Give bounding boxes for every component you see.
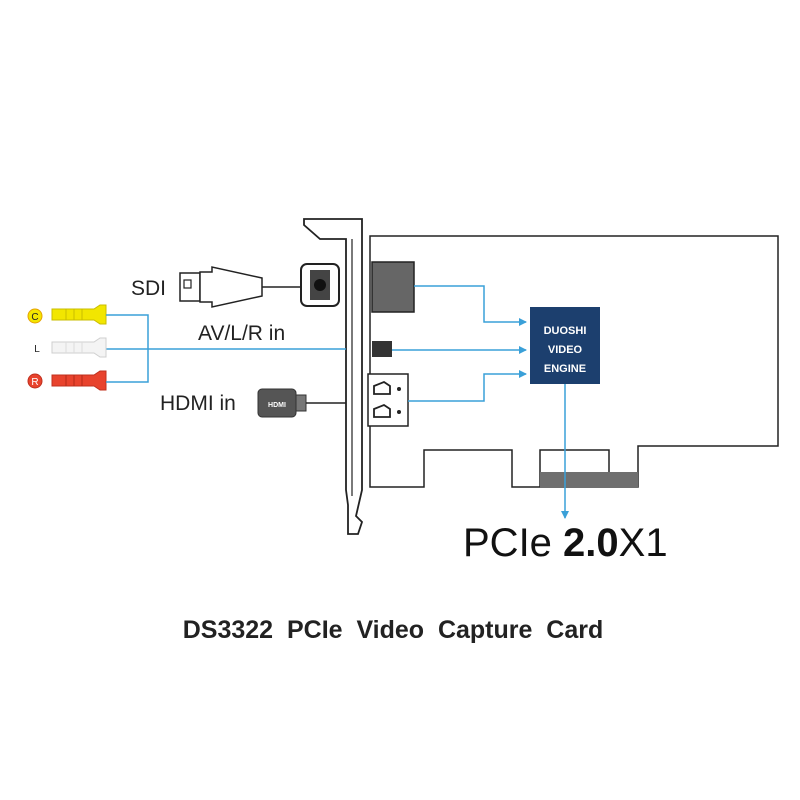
chip-line-1: DUOSHI — [544, 325, 587, 337]
hdmi-cable-plug: HDMI — [257, 388, 346, 418]
chip-line-2: VIDEO — [548, 344, 583, 356]
rca-plug-r — [27, 370, 107, 391]
arrow-sdi-to-chip — [414, 285, 527, 326]
rca-plug-l — [51, 337, 107, 358]
pcie-version-label: PCIe 2.0X1 — [463, 521, 668, 565]
arrow-hdmi-to-chip — [408, 370, 527, 402]
hdmi-port — [367, 373, 409, 427]
pcie-gold-finger-left — [540, 472, 609, 488]
rca-c-label: C — [31, 312, 38, 323]
sdi-module — [371, 261, 415, 313]
chip-line-3: ENGINE — [544, 363, 586, 375]
hdmi-plug-text: HDMI — [268, 402, 286, 409]
av-jack — [372, 341, 392, 357]
av-label: AV/L/R in — [198, 322, 285, 345]
rca-bundle-lines — [106, 314, 149, 383]
sdi-cable-plug — [179, 266, 301, 308]
pcie-version: 2.0 — [563, 521, 619, 565]
pcie-suffix: X1 — [619, 521, 668, 565]
rca-plug-c — [27, 304, 107, 325]
pcie-gold-finger-right — [609, 472, 638, 488]
product-title: DS3322 PCIe Video Capture Card — [183, 616, 604, 644]
sdi-port — [300, 263, 340, 307]
hdmi-label: HDMI in — [160, 392, 236, 415]
mounting-bracket — [303, 218, 364, 535]
rca-r-label: R — [31, 377, 38, 388]
rca-l-label: L — [34, 344, 40, 355]
pcie-prefix: PCIe — [463, 521, 563, 565]
video-engine-chip: DUOSHI VIDEO ENGINE — [530, 307, 600, 384]
sdi-label: SDI — [131, 277, 166, 300]
